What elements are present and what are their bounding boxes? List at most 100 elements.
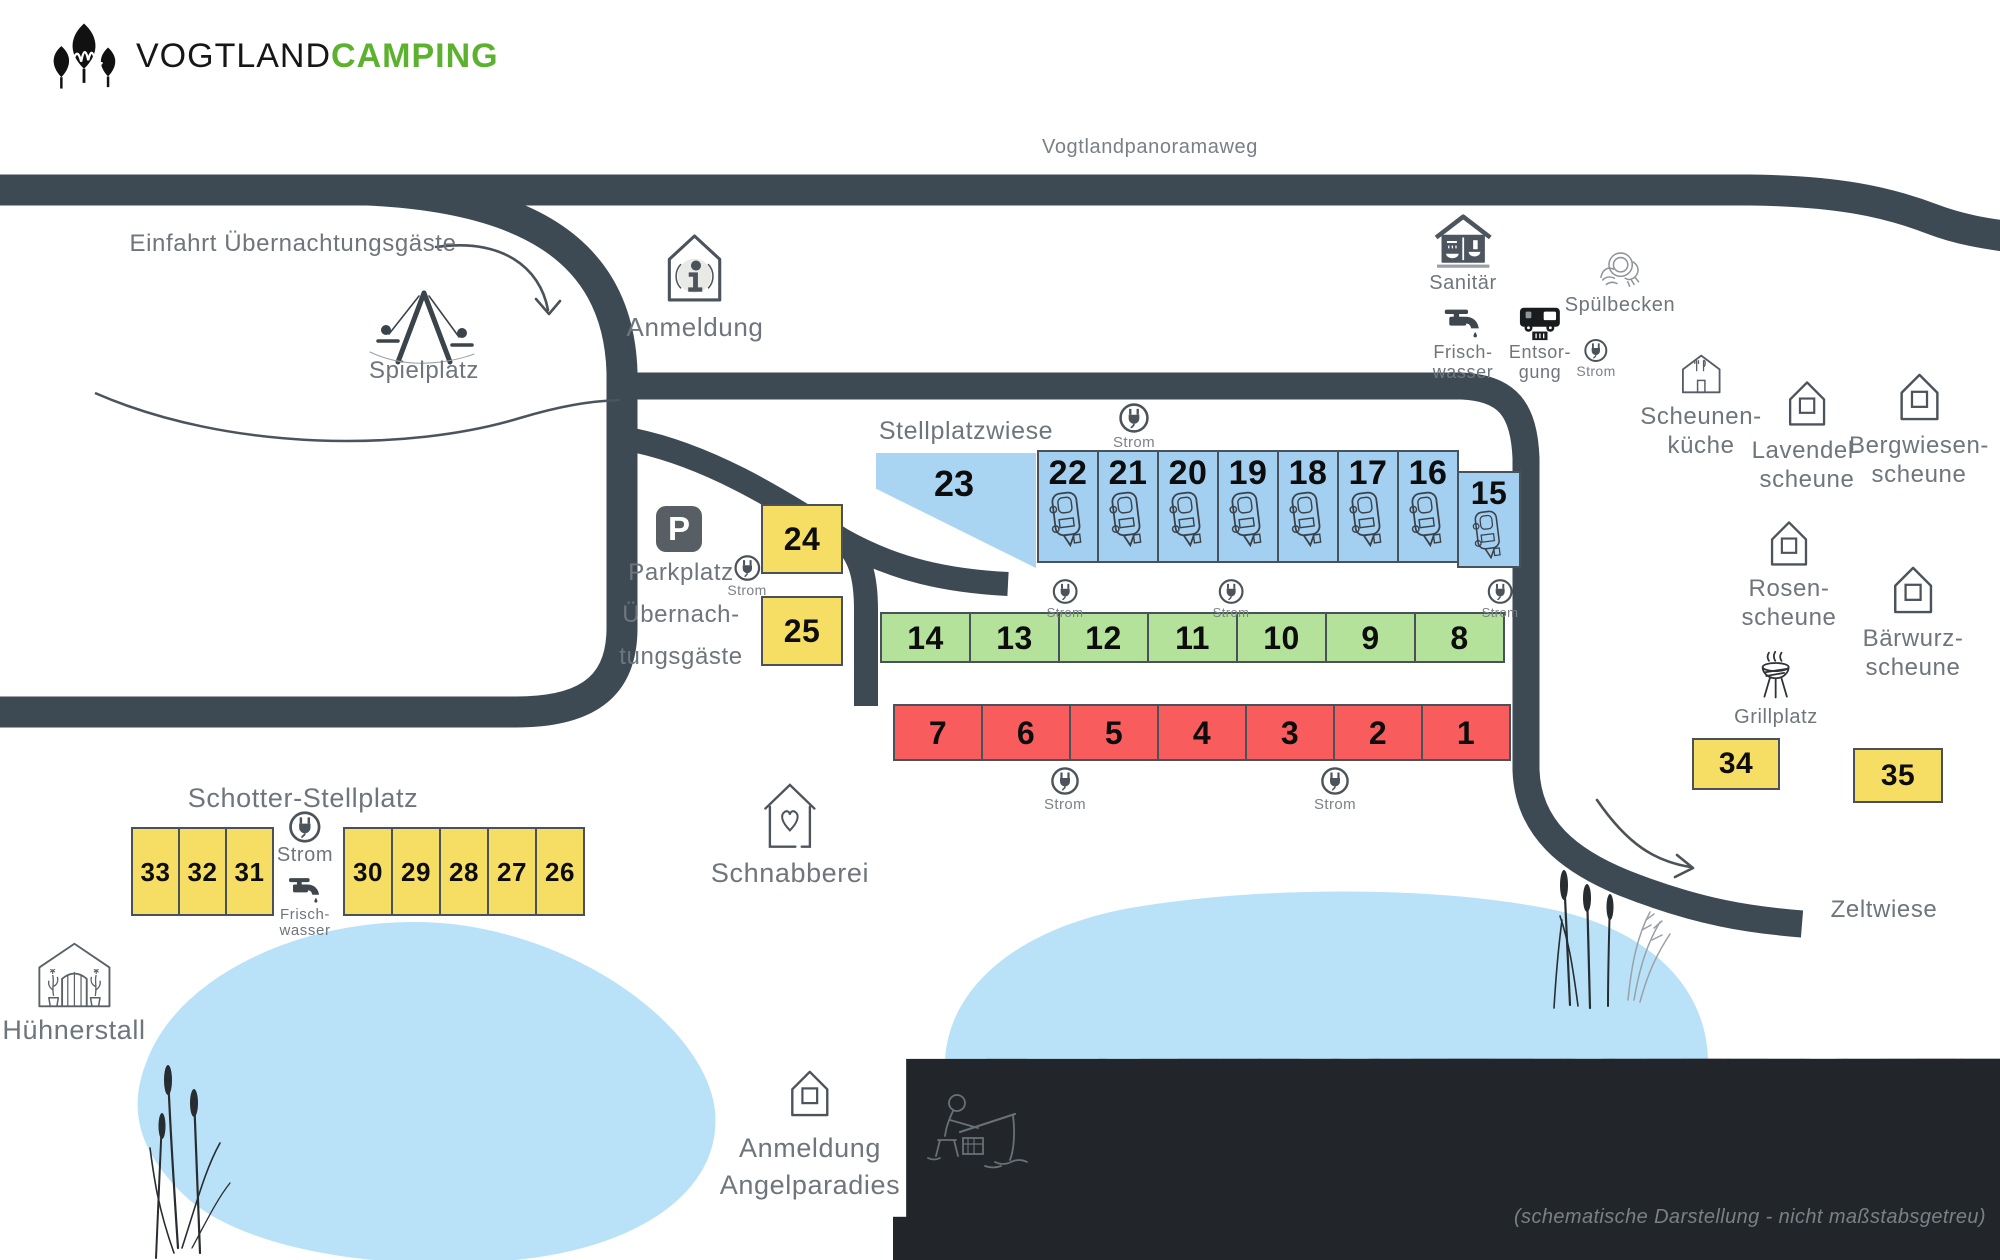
power-point: Strom [1047, 578, 1084, 620]
swing-icon [369, 290, 475, 365]
pitch-number: 17 [1348, 454, 1388, 492]
parking-label-line: tungsgäste [619, 643, 743, 670]
barn-kitchen-label: Scheunen- [1640, 403, 1762, 430]
pitch-number: 14 [907, 619, 944, 656]
poi-disposal: Entsor- gung [1509, 304, 1571, 382]
pitch-number: 26 [545, 856, 575, 887]
power-icon [288, 810, 322, 844]
parking-label: Parkplatz Übernach- tungsgäste [619, 552, 742, 678]
pitch-number: 35 [1880, 758, 1916, 792]
pitch-number: 10 [1263, 619, 1300, 656]
parking-letter: P [667, 510, 690, 547]
fishing-reception-label: Angelparadies [719, 1170, 901, 1200]
pitch-12: 12 [1058, 612, 1149, 663]
pitch-10: 10 [1236, 612, 1327, 663]
reception-label: Anmeldung [626, 312, 764, 342]
pitch-9: 9 [1325, 612, 1416, 663]
pitch-5: 5 [1069, 704, 1159, 761]
power-point: Strom [1314, 766, 1356, 813]
pitch-1: 1 [1421, 704, 1511, 761]
pitch-number: 24 [783, 521, 821, 557]
pitch-number: 1 [1456, 714, 1476, 751]
pitch-number: 27 [497, 856, 527, 887]
pitch-number: 2 [1368, 714, 1388, 751]
poi-sanitary: Sanitär [1429, 214, 1497, 295]
pitch-7: 7 [893, 704, 983, 761]
chicken-coop-label: Hühnerstall [2, 1015, 146, 1045]
poi-reception: Anmeldung [627, 230, 764, 343]
power-icon [1486, 578, 1513, 605]
pitch-22: 22 [1037, 450, 1099, 563]
parking-label-line: Übernach- [622, 601, 740, 628]
pitch-15: 15 [1457, 471, 1521, 568]
pitch-number: 30 [353, 856, 383, 887]
pitch-number: 11 [1175, 619, 1210, 656]
grill-icon [1755, 650, 1797, 702]
parking-icon: P [656, 506, 702, 552]
pitch-20: 20 [1157, 450, 1219, 563]
reeds-left [149, 1065, 231, 1259]
fresh-water-label: wasser [279, 922, 331, 939]
poi-mountain-meadow-barn: Bergwiesen- scheune [1849, 370, 1989, 489]
schotter-label: Schotter-Stellplatz [187, 783, 419, 813]
power-point: Strom [1213, 578, 1250, 620]
pitch-number: 20 [1168, 454, 1208, 492]
power-icon [1050, 766, 1080, 796]
power-icon [1051, 578, 1078, 605]
pitch-number: 4 [1192, 714, 1212, 751]
poi-fishing-reception: Anmeldung Angelparadies [720, 1066, 900, 1204]
sanitary-label: Sanitär [1429, 272, 1497, 294]
rose-barn-label: scheune [1741, 604, 1837, 631]
reeds-right [1553, 870, 1671, 1010]
pitch-26: 26 [535, 827, 585, 916]
fisherman-icon [927, 1094, 1028, 1169]
stellplatzwiese-label: Stellplatzwiese [878, 417, 1054, 445]
pitch-16: 16 [1397, 450, 1459, 563]
barn-house-icon [1785, 378, 1830, 428]
caravan-icon [1347, 489, 1390, 550]
bbq-label: Grillplatz [1734, 706, 1818, 728]
caravan-icon [1407, 489, 1450, 550]
greenhouse-icon [32, 939, 116, 1011]
schnabberei-label: Schnabberei [710, 858, 870, 888]
power-icon [1217, 578, 1244, 605]
power-label: Strom [1112, 434, 1156, 451]
dishwashing-label: Spülbecken [1564, 294, 1676, 316]
pitch-number: 28 [449, 856, 479, 887]
brand-word-green: CAMPING [331, 36, 499, 75]
pitch-number: 18 [1288, 454, 1328, 492]
fishing-reception-label: Anmeldung [739, 1133, 881, 1163]
pitch-number: 25 [783, 613, 821, 649]
poi-schnabberei: Schnabberei [711, 774, 869, 889]
disclaimer-note: (schematische Darstellung - nicht maßsta… [1513, 1206, 1986, 1228]
pitch-number: 3 [1280, 714, 1300, 751]
baerwurz-barn-label: scheune [1865, 654, 1961, 681]
brand-word-black: VOGTLAND [136, 36, 332, 75]
power-label: Strom [1481, 605, 1519, 620]
power-point: Strom [1482, 578, 1519, 620]
pitch-2: 2 [1333, 704, 1423, 761]
barn-kitchen-icon [1678, 352, 1724, 396]
direction-arrows [434, 244, 1695, 879]
pitch-number: 12 [1085, 619, 1122, 656]
sanitary-house-icon [1433, 214, 1493, 270]
tap-icon [1443, 306, 1483, 340]
disposal-label: gung [1518, 362, 1562, 382]
caravan-icon [1167, 489, 1210, 550]
pitch-number: 5 [1104, 714, 1124, 751]
playground-label: Spielplatz [368, 357, 480, 384]
pitch-number: 7 [928, 714, 948, 751]
pitch-27: 27 [487, 827, 537, 916]
poi-bbq: Grillplatz [1734, 650, 1818, 729]
power-label: Strom [727, 582, 767, 598]
barn-house-icon [1766, 518, 1811, 568]
poi-fresh-water: Frisch- wasser [1433, 306, 1494, 382]
power-label: Strom [1576, 363, 1616, 379]
poi-chicken-coop: Hühnerstall [2, 939, 145, 1046]
rose-barn-label: Rosen- [1748, 575, 1830, 602]
pitch-number: 34 [1718, 747, 1754, 780]
power-point: Strom [727, 554, 766, 598]
power-label: Strom [1046, 605, 1084, 620]
pitch-28: 28 [439, 827, 489, 916]
pitch-number: 13 [996, 619, 1033, 656]
